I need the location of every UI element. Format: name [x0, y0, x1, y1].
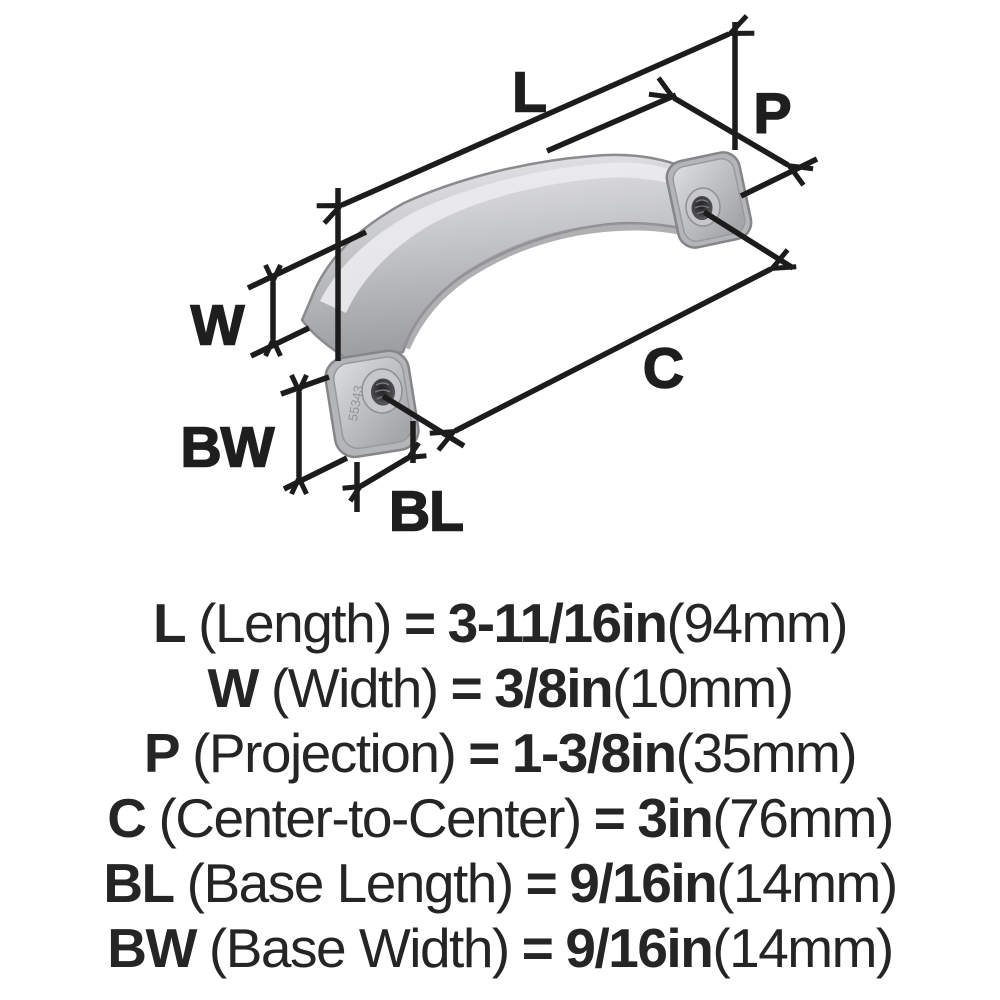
dimension-spec-list: L(Length)=3-11/16in(94mm) W(Width)=3/8in… [0, 591, 1000, 981]
spec-value-inches: 3/8in [494, 657, 613, 719]
dim-line-L [342, 34, 729, 205]
spec-description: (Width) [270, 657, 439, 719]
dim-line-P [674, 98, 788, 165]
spec-description: (Projection) [192, 722, 457, 784]
spec-value-metric: (14mm) [712, 917, 894, 979]
product-diagram: 55343 [246, 0, 819, 512]
spec-value-metric: (35mm) [675, 722, 858, 784]
spec-value-inches: 9/16in [569, 852, 717, 914]
spec-code: BW [107, 917, 197, 979]
spec-row-projection: P(Projection)=1-3/8in(35mm) [0, 721, 1000, 786]
left-base-engraving: 55343 [345, 384, 366, 422]
spec-value-metric: (94mm) [666, 592, 849, 654]
spec-row-center-to-center: C(Center-to-Center)=3in(76mm) [0, 786, 1000, 851]
spec-equals-sign: = [521, 917, 554, 979]
spec-value-inches: 3-11/16in [447, 592, 668, 654]
spec-value-metric: (10mm) [612, 657, 794, 719]
spec-equals-sign: = [593, 787, 626, 849]
left-base: 55343 [324, 349, 420, 459]
spec-row-base-length: BL(Base Length)=9/16in(14mm) [0, 851, 1000, 916]
extension-line-BW-lower [282, 455, 349, 492]
dim-label-center-to-center: C [642, 336, 685, 401]
spec-description: (Length) [198, 592, 392, 654]
spec-equals-sign: = [525, 852, 558, 914]
spec-row-base-width: BW(Base Width)=9/16in(14mm) [0, 916, 1000, 981]
dimension-lines [246, 22, 819, 512]
spec-equals-sign: = [468, 722, 500, 784]
spec-value-inches: 9/16in [565, 917, 713, 979]
spec-code: BL [103, 852, 175, 914]
dim-label-base-width: BW [180, 415, 276, 480]
spec-value-inches: 1-3/8in [511, 722, 677, 784]
spec-description: (Base Length) [186, 852, 515, 914]
spec-value-inches: 3in [637, 787, 713, 849]
extension-line-BW-upper [280, 374, 330, 397]
dim-line-BL [361, 458, 408, 486]
spec-code: W [207, 657, 259, 719]
spec-value-metric: (76mm) [712, 787, 894, 849]
spec-row-length: L(Length)=3-11/16in(94mm) [0, 591, 1000, 656]
spec-row-width: W(Width)=3/8in(10mm) [0, 656, 1000, 721]
extension-line-P-lower [739, 156, 819, 199]
spec-code: L [153, 592, 187, 654]
extension-line-W-lower [249, 325, 311, 359]
spec-description: (Center-to-Center) [158, 787, 582, 849]
dim-label-length: L [511, 60, 547, 125]
dim-label-width: W [190, 293, 245, 358]
spec-value-metric: (14mm) [716, 852, 898, 914]
spec-description: (Base Width) [208, 917, 510, 979]
dim-line-C [455, 269, 771, 431]
cabinet-pull-handle: 55343 [300, 151, 753, 459]
spec-equals-sign: = [404, 592, 436, 654]
spec-equals-sign: = [450, 657, 483, 719]
spec-code: P [143, 722, 181, 784]
dim-label-projection: P [753, 81, 793, 146]
dim-label-base-length: BL [388, 479, 465, 544]
spec-code: C [107, 787, 147, 849]
